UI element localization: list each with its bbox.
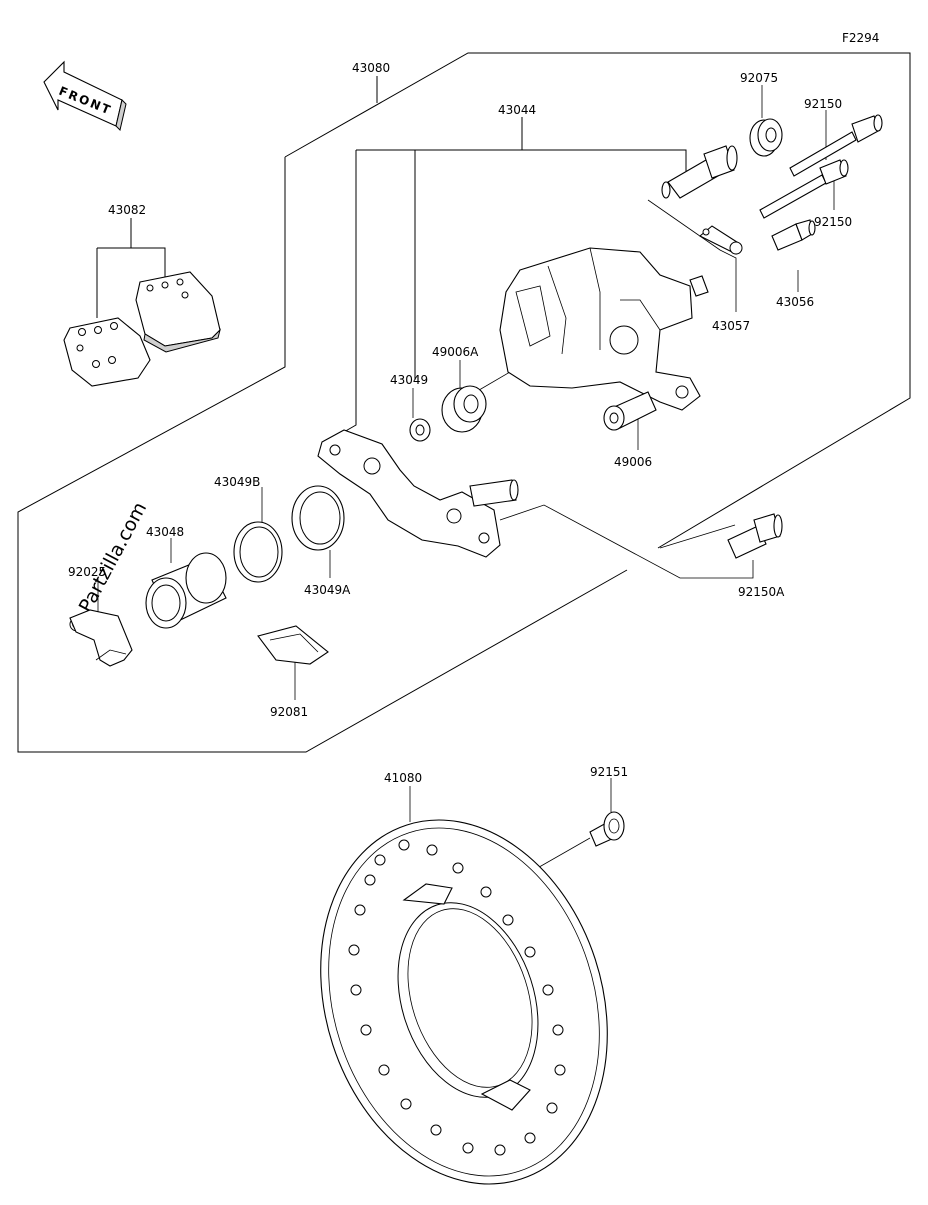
diagram-id: F2294 — [842, 31, 879, 45]
caliper-body — [499, 247, 709, 411]
label-49006A: 49006A — [432, 345, 479, 359]
label-92150-mid: 92150 — [814, 215, 852, 229]
label-43044: 43044 — [498, 103, 536, 117]
label-43080: 43080 — [352, 61, 390, 75]
bolt-49006 — [603, 391, 657, 431]
label-43056: 43056 — [776, 295, 814, 309]
label-92075: 92075 — [740, 71, 778, 85]
washer-43049 — [409, 418, 431, 442]
brake-pads — [63, 271, 221, 387]
pin-sleeve — [661, 145, 738, 199]
caliper-bracket — [317, 429, 519, 558]
piston-seals — [233, 485, 345, 583]
bolt-92150A — [727, 513, 783, 559]
spring-92025 — [69, 609, 133, 667]
bolt-92151 — [589, 811, 625, 847]
label-43048: 43048 — [146, 525, 184, 539]
label-92150A: 92150A — [738, 585, 785, 599]
label-92081: 92081 — [270, 705, 308, 719]
label-41080: 41080 — [384, 771, 422, 785]
label-43049B: 43049B — [214, 475, 260, 489]
label-43082: 43082 — [108, 203, 146, 217]
disc-holes — [348, 839, 566, 1156]
boot-92075 — [749, 118, 783, 157]
bleeder-valve — [771, 219, 816, 251]
label-49006: 49006 — [614, 455, 652, 469]
label-43057: 43057 — [712, 319, 750, 333]
part-labels: 43080 43044 92075 92150 92150 43082 4305… — [68, 61, 852, 785]
label-92151: 92151 — [590, 765, 628, 779]
label-92150-top: 92150 — [804, 97, 842, 111]
assembly-outline — [17, 52, 911, 879]
front-arrow-icon: FRONT — [43, 60, 127, 131]
brake-disc — [320, 819, 608, 1185]
piston-43048 — [145, 552, 227, 629]
spring-43057 — [699, 225, 743, 255]
label-43049A: 43049A — [304, 583, 351, 597]
slide-pins — [759, 114, 883, 219]
pad-spring-92081 — [257, 625, 329, 665]
label-43049: 43049 — [390, 373, 428, 387]
boot-49006A — [441, 385, 487, 433]
label-92025: 92025 — [68, 565, 106, 579]
